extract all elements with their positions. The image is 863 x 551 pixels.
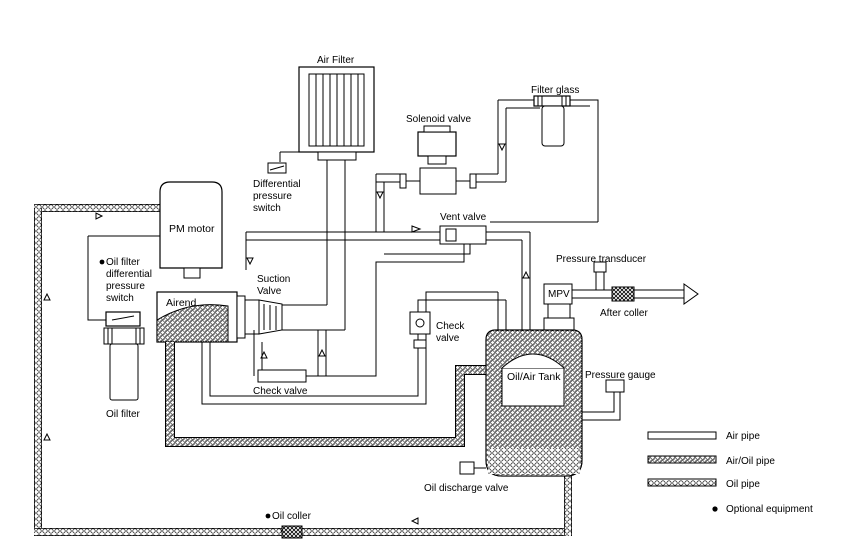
svg-text:Pressure transducer: Pressure transducer (556, 254, 647, 265)
legend-oil-pipe: Oil pipe (726, 479, 760, 490)
check-valve-right: Check valve (409, 311, 465, 349)
legend-optional-dot-icon (712, 506, 718, 512)
solenoid-valve: Solenoid valve (399, 114, 477, 195)
air-filter-label: Air Filter (317, 55, 355, 66)
optional-dot-icon (265, 513, 271, 519)
pm-motor: PM motor (159, 181, 223, 279)
svg-text:Oil filter: Oil filter (106, 409, 141, 420)
svg-text:pressure: pressure (253, 191, 292, 202)
svg-text:pressure: pressure (106, 281, 145, 292)
airend: Airend Suction Valve (156, 274, 290, 343)
svg-text:MPV: MPV (548, 289, 570, 300)
svg-text:switch: switch (253, 203, 281, 214)
svg-text:Suction: Suction (257, 274, 290, 285)
svg-text:After coller: After coller (600, 308, 648, 319)
legend-air-pipe-swatch (647, 431, 717, 440)
svg-text:Airend: Airend (166, 297, 197, 309)
svg-text:Oil coller: Oil coller (272, 511, 312, 522)
oil-cooler-label: Oil coller (265, 511, 312, 522)
filter-glass: Filter glass (531, 85, 599, 222)
svg-text:Vent valve: Vent valve (440, 212, 487, 223)
svg-text:switch: switch (106, 293, 134, 304)
air-filter: Air Filter (298, 55, 375, 161)
legend-optional-equipment: Optional equipment (726, 504, 813, 515)
legend-oil-pipe-swatch (647, 478, 717, 487)
oil-cooler-core (281, 525, 303, 539)
legend: Air pipe Air/Oil pipe Oil pipe Optional … (647, 431, 813, 515)
svg-text:Oil discharge valve: Oil discharge valve (424, 483, 509, 494)
svg-text:Oil/Air Tank: Oil/Air Tank (507, 371, 561, 383)
svg-text:differential: differential (106, 269, 152, 280)
svg-text:Filter glass: Filter glass (531, 85, 579, 96)
differential-pressure-switch: Differential pressure switch (253, 151, 318, 214)
legend-air-oil-pipe-swatch (647, 455, 717, 464)
oil-filter-assembly: Oil filter Oil filter differential press… (87, 235, 160, 420)
svg-text:valve: valve (436, 333, 460, 344)
svg-text:Oil filter: Oil filter (106, 257, 141, 268)
svg-text:Differential: Differential (253, 179, 301, 190)
svg-text:Pressure gauge: Pressure gauge (585, 370, 656, 381)
svg-text:Check: Check (436, 321, 465, 332)
mpv-discharge-line: MPV Pressure transducer After coller (543, 254, 699, 319)
svg-text:Check valve: Check valve (253, 386, 308, 397)
oil-pipe-outer-loop (34, 204, 572, 539)
pressure-gauge: Pressure gauge (582, 370, 656, 421)
svg-text:Valve: Valve (257, 286, 282, 297)
vent-valve-section: Vent valve (245, 212, 598, 377)
air-pipe-solenoid-lines (375, 99, 540, 232)
legend-air-pipe: Air pipe (726, 431, 760, 442)
svg-text:PM motor: PM motor (169, 223, 215, 235)
air-oil-pipe-airend-to-tank (165, 342, 490, 447)
oil-air-tank: Oil/Air Tank (485, 317, 583, 477)
check-valve-bottom: Check valve (253, 330, 327, 397)
legend-air-oil-pipe: Air/Oil pipe (726, 456, 775, 467)
oil-discharge-valve: Oil discharge valve (424, 461, 509, 494)
svg-text:Solenoid valve: Solenoid valve (406, 114, 471, 125)
optional-dot-icon (99, 259, 105, 265)
